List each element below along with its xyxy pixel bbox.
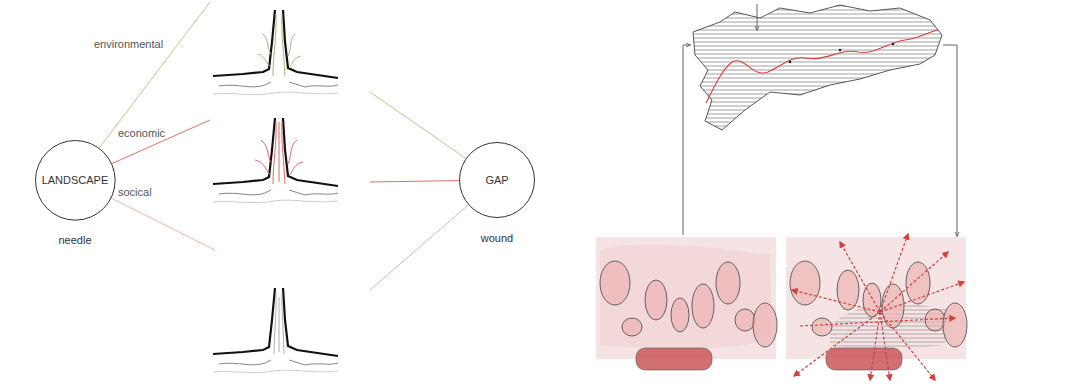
landscape-circle: LANDSCAPEneedle: [35, 140, 116, 221]
node-caption: wound: [481, 232, 513, 244]
profile-sketch: [213, 288, 338, 373]
gap-circle: GAPwound: [459, 142, 535, 218]
node-title: LANDSCAPE: [42, 174, 109, 186]
node-title: GAP: [485, 174, 508, 186]
analysis-panel: [786, 234, 967, 380]
profile-sketch: [213, 118, 338, 203]
site-map: [693, 5, 942, 130]
node-caption: needle: [58, 234, 91, 246]
edge-label: socical: [116, 186, 154, 198]
connector-line: [112, 120, 459, 182]
connector-line: [111, 198, 468, 290]
process-bracket: [683, 4, 957, 236]
connector-line: [99, 2, 465, 158]
edge-label: economic: [116, 127, 167, 139]
analysis-panel: [596, 237, 777, 370]
edge-label: environmental: [92, 38, 165, 50]
profile-sketch: [213, 10, 338, 95]
